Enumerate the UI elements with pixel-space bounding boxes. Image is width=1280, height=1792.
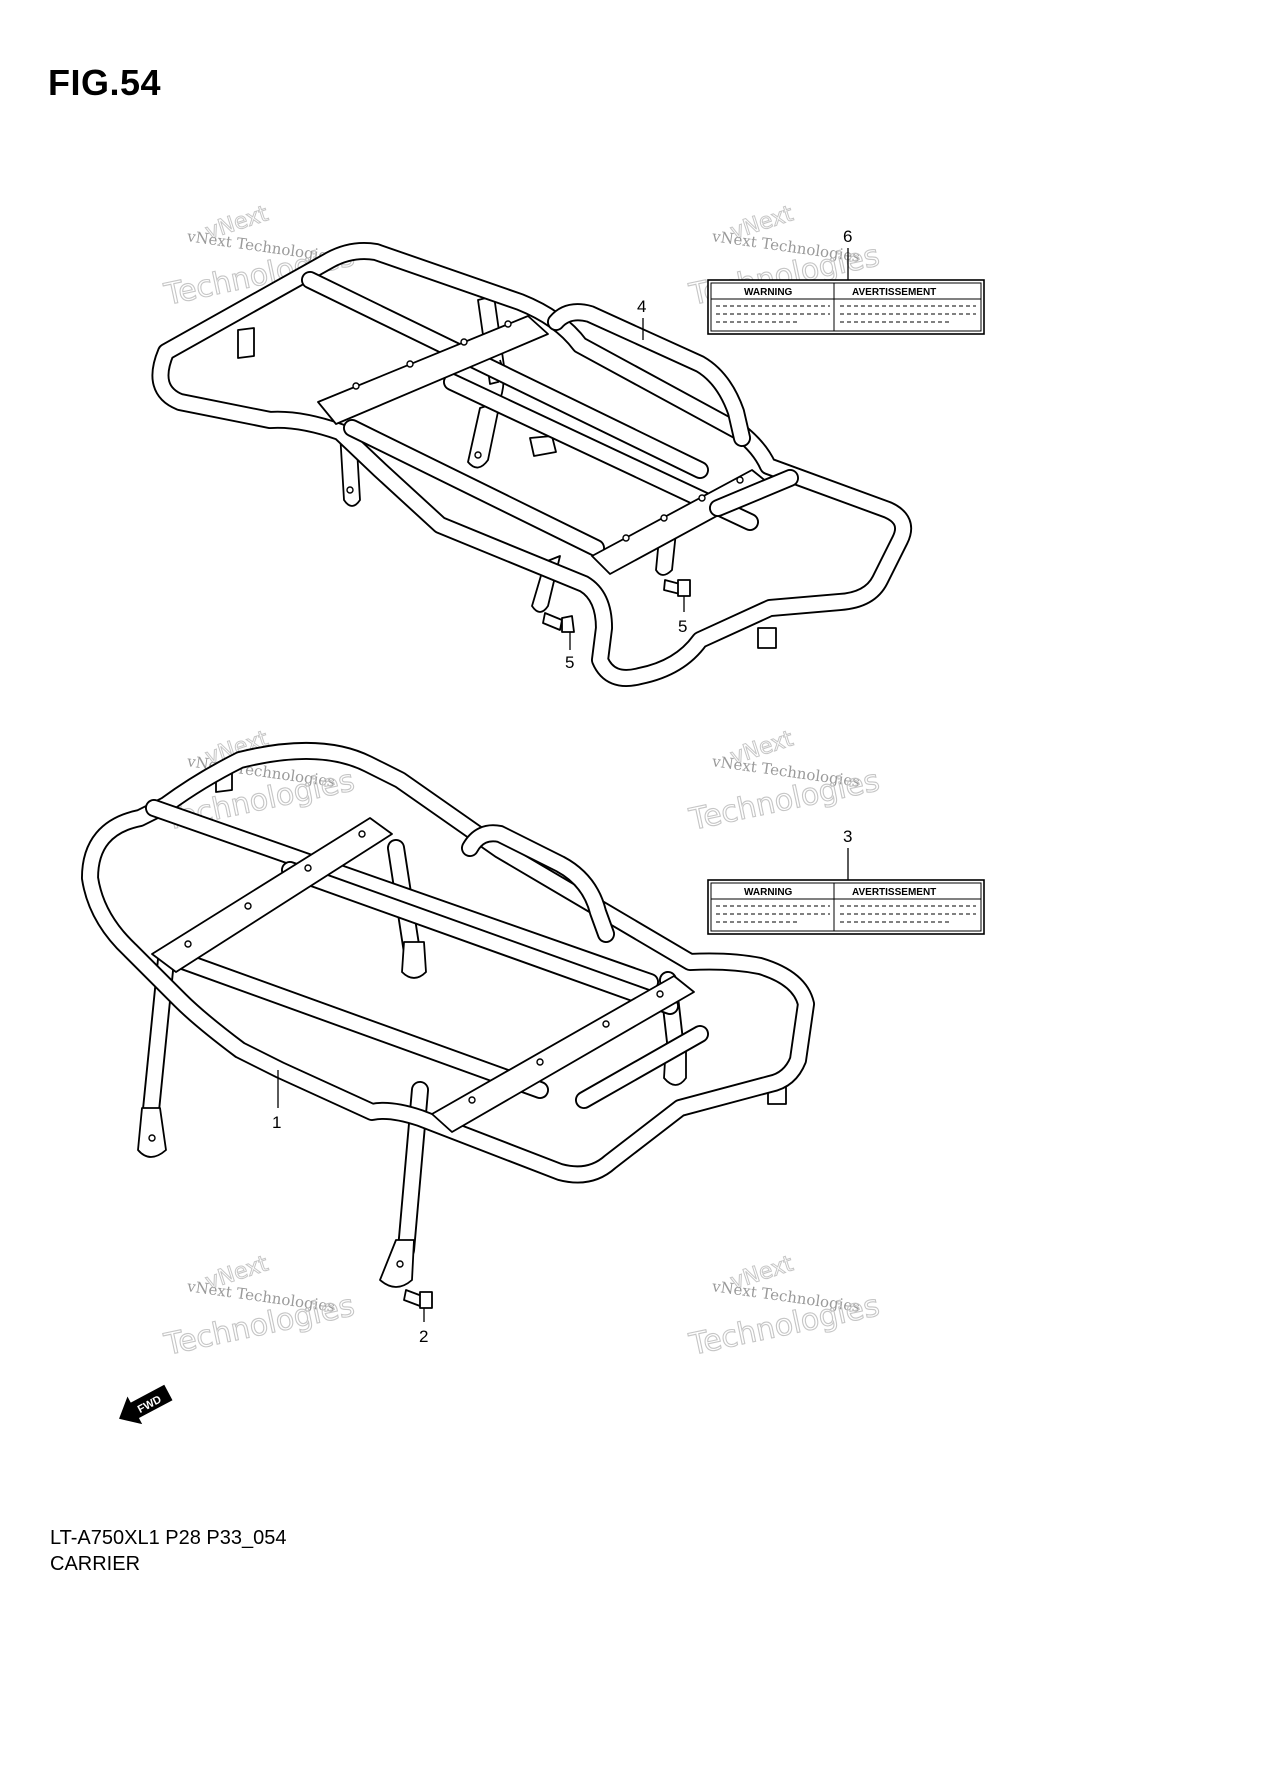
callout-3: 3 [843, 827, 852, 880]
diagram-name: CARRIER [50, 1553, 141, 1575]
label-6-warning-text: WARNING [744, 287, 793, 298]
callout-6: 6 [843, 227, 852, 280]
label-3-avert-text: AVERTISSEMENT [852, 887, 936, 898]
warning-label-3: WARNING AVERTISSEMENT [707, 879, 985, 935]
watermark-4: vNext vNext Technologies Technologies [685, 726, 883, 839]
bolt-5b [663, 579, 691, 597]
bolt-2 [403, 1289, 433, 1309]
svg-text:1: 1 [272, 1113, 281, 1132]
rear-carrier-1 [81, 741, 815, 1288]
svg-text:3: 3 [843, 827, 852, 846]
callout-5b: 5 [678, 596, 687, 636]
figure-title: FIG.54 [48, 62, 162, 103]
svg-text:6: 6 [843, 227, 852, 246]
label-3-warning-text: WARNING [744, 887, 793, 898]
callout-1: 1 [272, 1070, 281, 1132]
callout-4: 4 [637, 297, 646, 340]
callout-2: 2 [419, 1308, 428, 1346]
callout-5a: 5 [565, 632, 574, 672]
watermark-5: vNext vNext Technologies Technologies [160, 1251, 358, 1364]
svg-text:4: 4 [637, 297, 646, 316]
diagram-code: LT-A750XL1 P28 P33_054 [50, 1527, 287, 1549]
watermark-6: vNext vNext Technologies Technologies [685, 1251, 883, 1364]
svg-text:5: 5 [678, 617, 687, 636]
fwd-arrow-icon: FWD [119, 1384, 173, 1425]
svg-text:2: 2 [419, 1327, 428, 1346]
bolt-5a [542, 612, 575, 633]
svg-text:5: 5 [565, 653, 574, 672]
front-carrier-4 [151, 242, 912, 687]
fwd-arrow-text: FWD [136, 1394, 164, 1416]
label-6-avert-text: AVERTISSEMENT [852, 287, 936, 298]
warning-label-6: WARNING AVERTISSEMENT [707, 279, 985, 335]
